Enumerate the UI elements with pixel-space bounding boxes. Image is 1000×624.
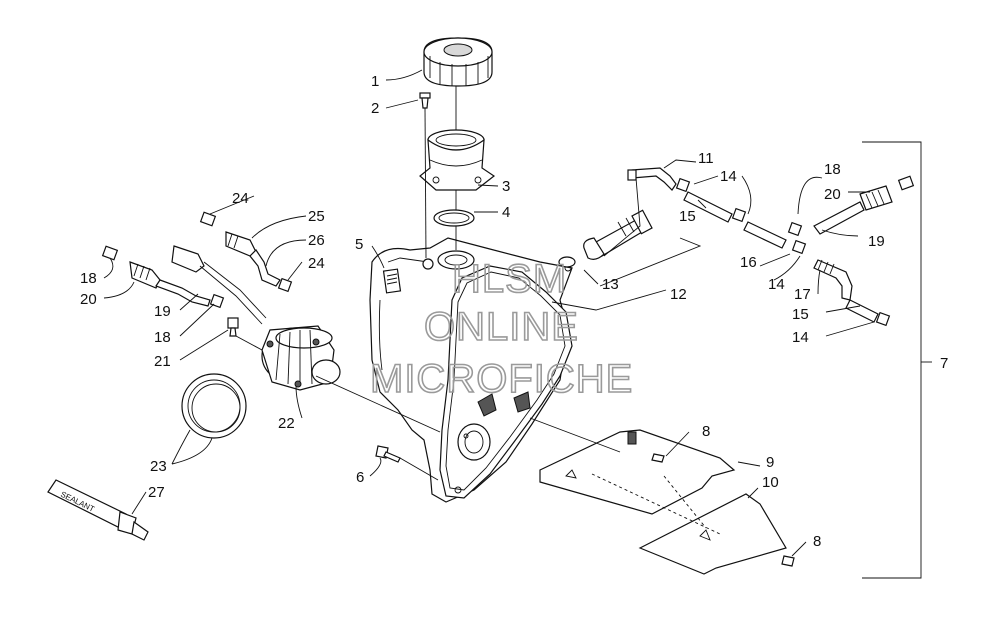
callout-4: 4 bbox=[502, 204, 510, 221]
callout-22: 22 bbox=[278, 415, 295, 432]
callout-5: 5 bbox=[355, 236, 363, 253]
callout-18: 18 bbox=[80, 270, 97, 287]
callout-24: 24 bbox=[308, 255, 325, 272]
callout-19: 19 bbox=[868, 233, 885, 250]
callout-24: 24 bbox=[232, 190, 249, 207]
fuel-tank bbox=[369, 237, 573, 503]
callout-6: 6 bbox=[356, 469, 364, 486]
callout-labels: 1 2 3 4 5 6 7 8 8 9 10 11 12 13 14 14 14… bbox=[80, 73, 948, 550]
screw-21 bbox=[227, 317, 239, 337]
guard-plate-10 bbox=[638, 493, 787, 575]
screw-2 bbox=[419, 92, 431, 109]
callout-25: 25 bbox=[308, 208, 325, 225]
vent-valve bbox=[558, 209, 653, 268]
screw-8 bbox=[651, 453, 795, 567]
tank-warning-label bbox=[382, 268, 402, 294]
callout-26: 26 bbox=[308, 232, 325, 249]
sealant-tube: SEALANT bbox=[47, 479, 149, 541]
filler-neck bbox=[419, 129, 496, 191]
callout-14: 14 bbox=[792, 329, 809, 346]
callout-21: 21 bbox=[154, 353, 171, 370]
callout-14: 14 bbox=[768, 276, 785, 293]
callout-19: 19 bbox=[154, 303, 171, 320]
callout-9: 9 bbox=[766, 454, 774, 471]
watermark-line3: MICROFICHE bbox=[370, 357, 633, 401]
o-ring-4 bbox=[433, 209, 475, 227]
callout-2: 2 bbox=[371, 100, 379, 117]
callout-15: 15 bbox=[792, 306, 809, 323]
callout-20: 20 bbox=[80, 291, 97, 308]
callout-8: 8 bbox=[813, 533, 821, 550]
callout-7: 7 bbox=[940, 355, 948, 372]
filler-cap bbox=[423, 37, 493, 87]
callout-23: 23 bbox=[150, 458, 167, 475]
group-7-bracket bbox=[862, 141, 932, 579]
callout-17: 17 bbox=[794, 286, 811, 303]
watermark: HLSM ONLINE MICROFICHE bbox=[369, 256, 633, 402]
vent-hose-assembly bbox=[627, 167, 915, 327]
callout-18: 18 bbox=[154, 329, 171, 346]
callout-3: 3 bbox=[502, 178, 510, 195]
callout-27: 27 bbox=[148, 484, 165, 501]
screw-6 bbox=[375, 445, 401, 463]
callout-14: 14 bbox=[720, 168, 737, 185]
pump-o-ring bbox=[181, 373, 247, 439]
callout-12: 12 bbox=[670, 286, 687, 303]
callout-18: 18 bbox=[824, 161, 841, 178]
watermark-line2: ONLINE bbox=[424, 305, 579, 349]
callout-16: 16 bbox=[740, 254, 757, 271]
callout-10: 10 bbox=[762, 474, 779, 491]
watermark-line1: HLSM bbox=[452, 257, 567, 301]
callout-1: 1 bbox=[371, 73, 379, 90]
guard-plate-9 bbox=[539, 429, 736, 515]
callout-11: 11 bbox=[698, 150, 714, 167]
fuel-pump bbox=[261, 325, 341, 391]
callout-13: 13 bbox=[602, 276, 619, 293]
callout-20: 20 bbox=[824, 186, 841, 203]
callout-8: 8 bbox=[702, 423, 710, 440]
pump-hoses bbox=[101, 211, 293, 325]
leader-lines bbox=[103, 69, 875, 557]
callout-15: 15 bbox=[679, 208, 696, 225]
